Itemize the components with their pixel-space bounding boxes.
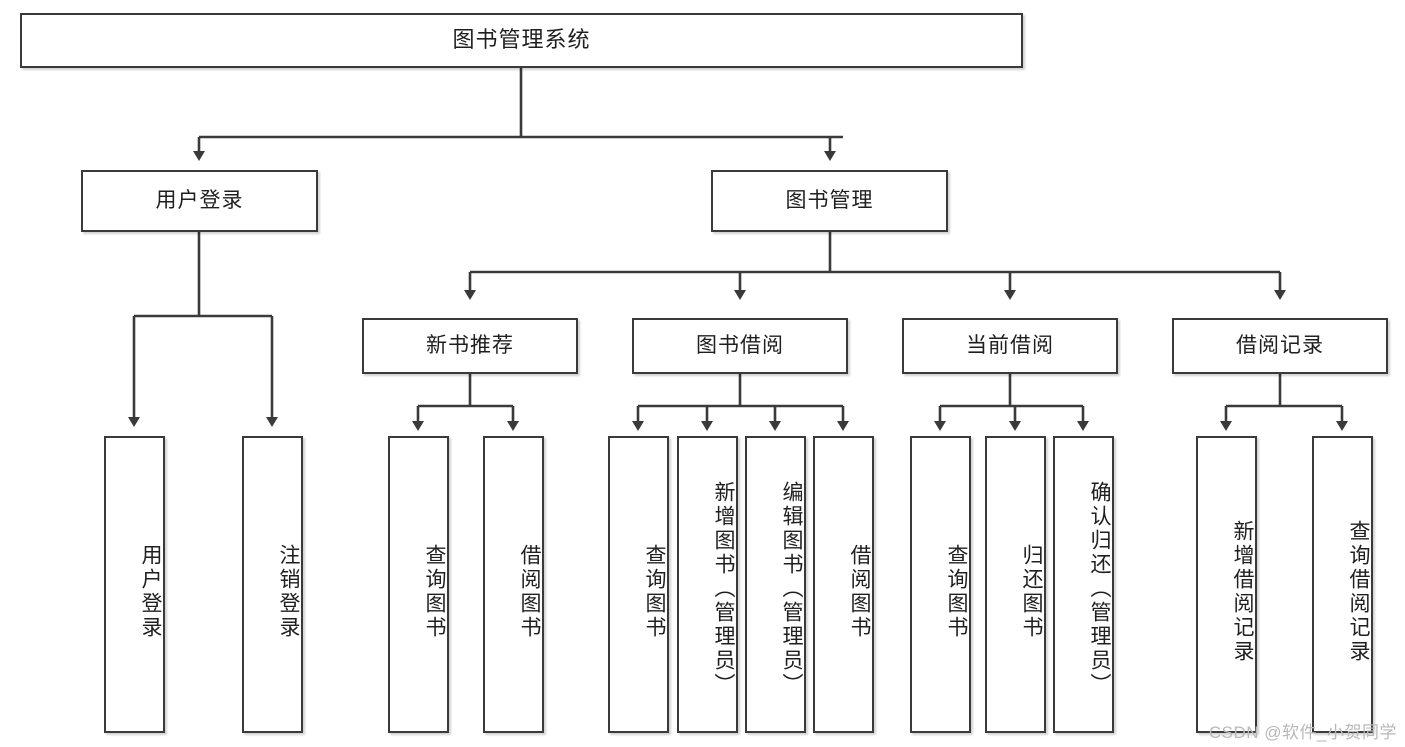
node-leaf-return-book[interactable]: 归还图书 xyxy=(985,436,1046,733)
node-leaf-query-book-3-label: 查询图书 xyxy=(945,543,968,640)
node-leaf-confirm-return[interactable]: 确认归还（管理员） xyxy=(1053,436,1114,733)
node-leaf-confirm-return-label: 确认归还（管理员） xyxy=(1088,480,1111,697)
node-leaf-borrow-book-2[interactable]: 借阅图书 xyxy=(813,436,874,733)
node-book-borrow[interactable]: 图书借阅 xyxy=(632,318,848,374)
node-root-label: 图书管理系统 xyxy=(452,27,591,53)
watermark-text: CSDN @软件_小贺同学 xyxy=(1208,723,1397,742)
node-root[interactable]: 图书管理系统 xyxy=(20,13,1023,68)
node-leaf-return-book-label: 归还图书 xyxy=(1020,543,1043,640)
node-leaf-query-book-3[interactable]: 查询图书 xyxy=(910,436,971,733)
node-leaf-user-logout[interactable]: 注销登录 xyxy=(242,436,303,733)
node-leaf-query-book-1[interactable]: 查询图书 xyxy=(388,436,449,733)
node-leaf-edit-book-label: 编辑图书（管理员） xyxy=(780,480,803,697)
node-leaf-query-record[interactable]: 查询借阅记录 xyxy=(1312,436,1373,733)
node-book-manage[interactable]: 图书管理 xyxy=(711,170,948,232)
node-leaf-add-book-label: 新增图书（管理员） xyxy=(712,480,735,697)
node-leaf-add-record[interactable]: 新增借阅记录 xyxy=(1196,436,1257,733)
node-leaf-borrow-book-1[interactable]: 借阅图书 xyxy=(483,436,544,733)
node-leaf-borrow-book-1-label: 借阅图书 xyxy=(518,543,541,640)
node-leaf-edit-book[interactable]: 编辑图书（管理员） xyxy=(745,436,806,733)
node-leaf-query-book-2-label: 查询图书 xyxy=(643,543,666,640)
node-current-borrow[interactable]: 当前借阅 xyxy=(902,318,1118,374)
node-leaf-add-record-label: 新增借阅记录 xyxy=(1231,519,1254,664)
node-leaf-query-book-2[interactable]: 查询图书 xyxy=(608,436,669,733)
node-new-book-recommend[interactable]: 新书推荐 xyxy=(362,318,578,374)
node-leaf-add-book[interactable]: 新增图书（管理员） xyxy=(677,436,738,733)
node-leaf-user-login-label: 用户登录 xyxy=(139,543,162,640)
node-user-login[interactable]: 用户登录 xyxy=(81,170,318,232)
node-leaf-user-logout-label: 注销登录 xyxy=(277,543,300,640)
node-new-book-recommend-label: 新书推荐 xyxy=(426,334,514,358)
node-current-borrow-label: 当前借阅 xyxy=(966,334,1054,358)
node-book-manage-label: 图书管理 xyxy=(785,189,874,213)
node-leaf-borrow-book-2-label: 借阅图书 xyxy=(848,543,871,640)
node-book-borrow-label: 图书借阅 xyxy=(696,334,784,358)
node-user-login-label: 用户登录 xyxy=(155,189,244,213)
node-leaf-query-record-label: 查询借阅记录 xyxy=(1347,519,1370,664)
node-borrow-record-label: 借阅记录 xyxy=(1236,334,1324,358)
node-leaf-query-book-1-label: 查询图书 xyxy=(423,543,446,640)
node-leaf-user-login[interactable]: 用户登录 xyxy=(104,436,165,733)
node-borrow-record[interactable]: 借阅记录 xyxy=(1172,318,1388,374)
